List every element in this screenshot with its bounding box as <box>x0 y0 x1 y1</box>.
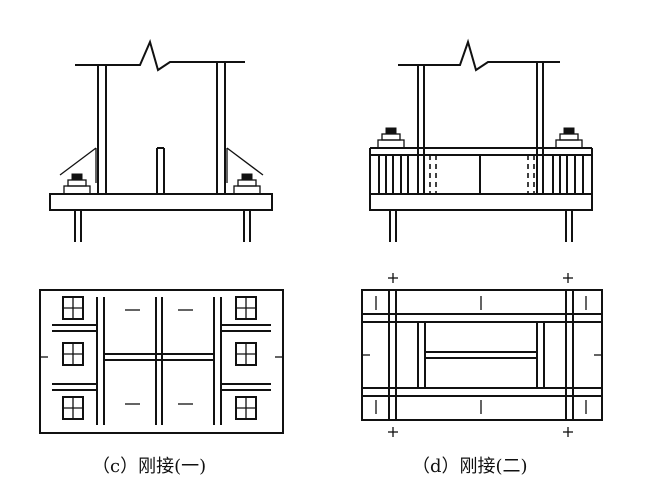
elevation-rigid-connection-1 <box>49 39 273 242</box>
caption-c: （c）刚接(一) <box>92 456 207 477</box>
plus-marker-icon <box>388 427 398 437</box>
caption-d: （d）刚接(二) <box>412 456 528 477</box>
plan-rigid-connection-2 <box>361 273 603 437</box>
plus-marker-icon <box>563 427 573 437</box>
elevation-rigid-connection-2 <box>369 38 593 242</box>
plus-marker-icon <box>563 273 573 283</box>
plan-rigid-connection-1 <box>39 289 284 434</box>
plus-marker-icon <box>388 273 398 283</box>
